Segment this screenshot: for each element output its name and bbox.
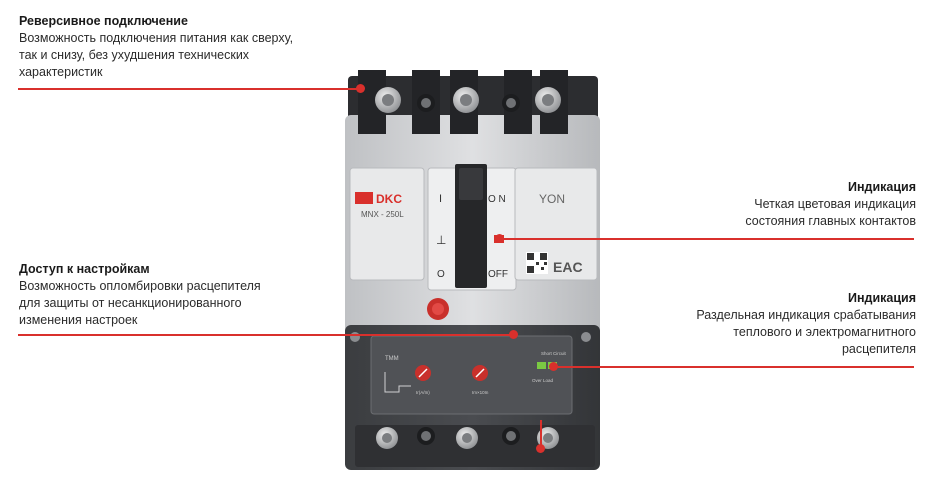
callout-reverse-connection: Реверсивное подключение Возможность подк… xyxy=(19,13,339,81)
short-circuit-label: Short Circuit xyxy=(541,351,567,356)
callout-line-bottom xyxy=(540,420,542,449)
callout-dot-top-left xyxy=(356,84,365,93)
callout-line-mid-left xyxy=(18,334,514,336)
callout-body: Возможность опломбировки расцепителя для… xyxy=(19,279,261,327)
certification-mark: YON xyxy=(539,192,565,206)
callout-body: Четкая цветовая индикация состояния глав… xyxy=(745,197,916,228)
off-symbol: O xyxy=(437,269,445,280)
dkc-logo: DKC xyxy=(355,192,402,206)
callout-trip-indication: Индикация Раздельная индикация срабатыва… xyxy=(660,290,916,358)
eac-mark: EAC xyxy=(553,259,583,275)
svg-text:DKC: DKC xyxy=(376,192,402,206)
callout-settings-access: Доступ к настройкам Возможность опломбир… xyxy=(19,261,339,329)
dial2-label: Im×10In xyxy=(472,390,489,395)
bottom-terminals xyxy=(355,425,595,467)
callout-dot-low-right xyxy=(549,362,558,371)
top-terminals xyxy=(358,70,568,134)
callout-title: Индикация xyxy=(847,180,916,194)
callout-line-top-left xyxy=(18,88,360,90)
model-label: MNX - 250L xyxy=(361,210,404,219)
callout-body: Раздельная индикация срабатывания теплов… xyxy=(696,308,916,356)
callout-dot-bottom xyxy=(536,444,545,453)
on-symbol: I xyxy=(439,193,442,205)
trip-unit-label: TMM xyxy=(385,356,399,362)
callout-title: Индикация xyxy=(847,291,916,305)
over-load-label: Over Load xyxy=(532,378,554,383)
trip-symbol: ⊥ xyxy=(436,233,446,247)
dial1-label: Ir(A/In) xyxy=(416,390,430,395)
callout-body: Возможность подключения питания как свер… xyxy=(19,31,294,79)
callout-contact-indication: Индикация Четкая цветовая индикация сост… xyxy=(660,179,916,230)
off-label: OFF xyxy=(488,269,508,280)
callout-line-low-right xyxy=(553,366,914,368)
on-label: O N xyxy=(488,194,506,205)
callout-dot-mid-right xyxy=(495,234,504,243)
callout-line-mid-right xyxy=(500,238,914,240)
callout-title: Реверсивное подключение xyxy=(19,14,188,28)
callout-dot-mid-left xyxy=(509,330,518,339)
qr-code xyxy=(526,252,548,274)
callout-title: Доступ к настройкам xyxy=(19,262,150,276)
